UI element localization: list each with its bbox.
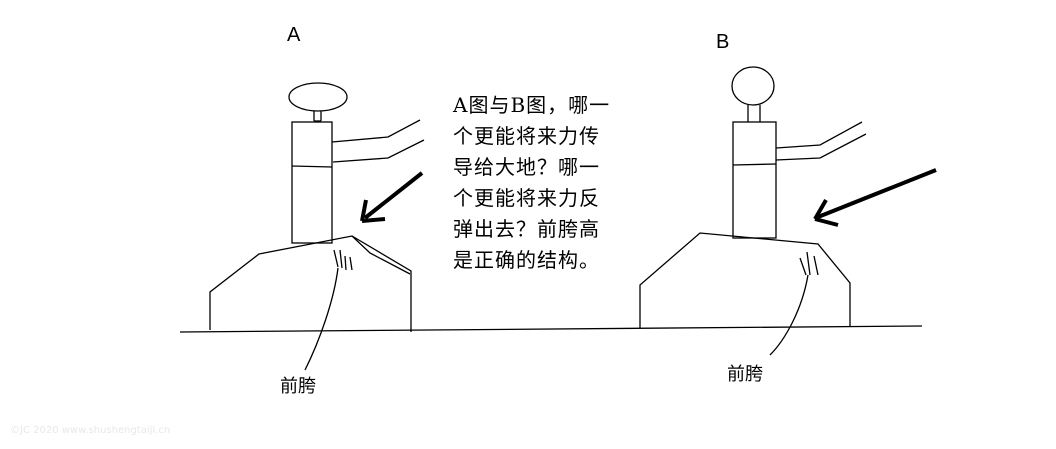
figure-a-head	[288, 82, 348, 112]
figure-b-label: B	[716, 31, 730, 53]
figure-b-force-arrow	[817, 168, 937, 219]
figure-b-arms	[775, 121, 867, 161]
figure-a-hips	[209, 235, 412, 332]
figure-a-caption: 前胯	[280, 376, 316, 397]
figure-a-label: A	[287, 24, 301, 46]
figure-a-force-arrow	[363, 171, 424, 220]
figure-a-torso	[291, 121, 333, 244]
figure-a-arms	[331, 119, 425, 163]
figure-b	[639, 66, 937, 356]
figure-b-torso	[732, 121, 777, 239]
ground-line	[179, 325, 923, 333]
figure-b-head	[731, 66, 775, 106]
figure-b-hips	[639, 232, 851, 328]
figure-a	[209, 82, 425, 371]
figure-b-caption: 前胯	[727, 364, 763, 385]
question-text: A图与B图，哪一 个更能将来力传 导给大地？哪一 个更能将来力反 弹出去？前胯高…	[453, 93, 611, 272]
watermark: ©JC 2020 www.shushengtaiji.cn	[10, 425, 171, 436]
